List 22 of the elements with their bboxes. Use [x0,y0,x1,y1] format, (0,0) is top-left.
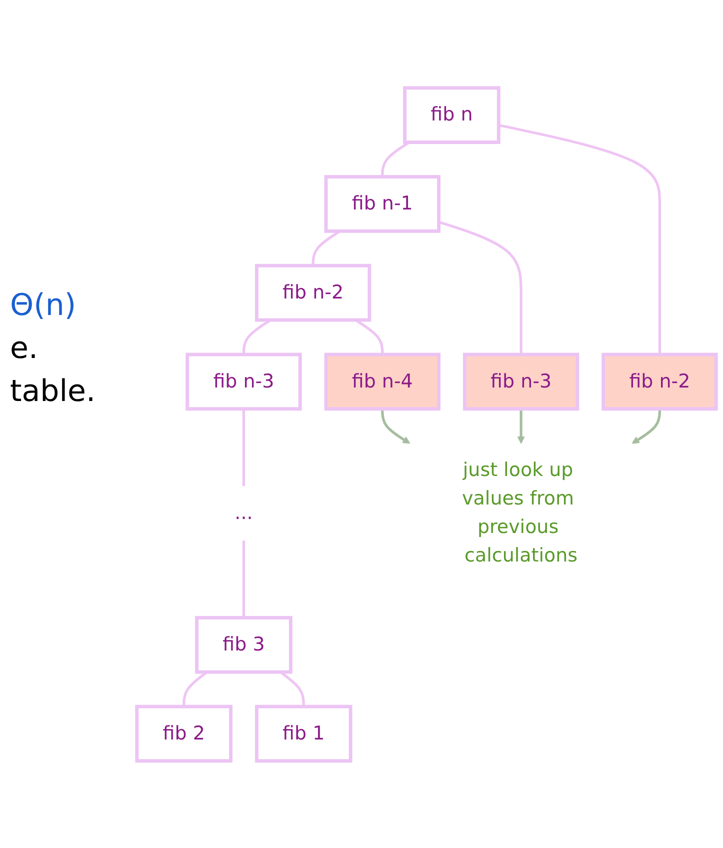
complexity-label: Θ(n) [10,288,78,323]
connector [242,408,246,486]
text-fragment: e. [10,331,39,366]
arrow [381,408,410,444]
node-box: fib n-3 [462,352,580,410]
connector [438,220,522,354]
arrow [632,408,661,444]
node-box: fib 3 [195,616,292,674]
node-box: fib n-2 [602,352,718,410]
connector [498,123,661,354]
node-box: fib n-4 [324,352,440,410]
node-box: fib n-3 [186,352,302,410]
arrow [517,408,525,444]
node-box: fib n-1 [324,174,440,232]
node-box: fib n-2 [254,264,372,322]
node-box: fib 2 [135,704,233,762]
connector [242,540,246,618]
node-box: fib n [403,86,500,144]
text-fragment: table. [10,374,97,409]
node-text: ... [234,502,253,524]
node-box: fib 1 [254,704,352,762]
node-text: just look up values from previous calculations [462,459,578,566]
